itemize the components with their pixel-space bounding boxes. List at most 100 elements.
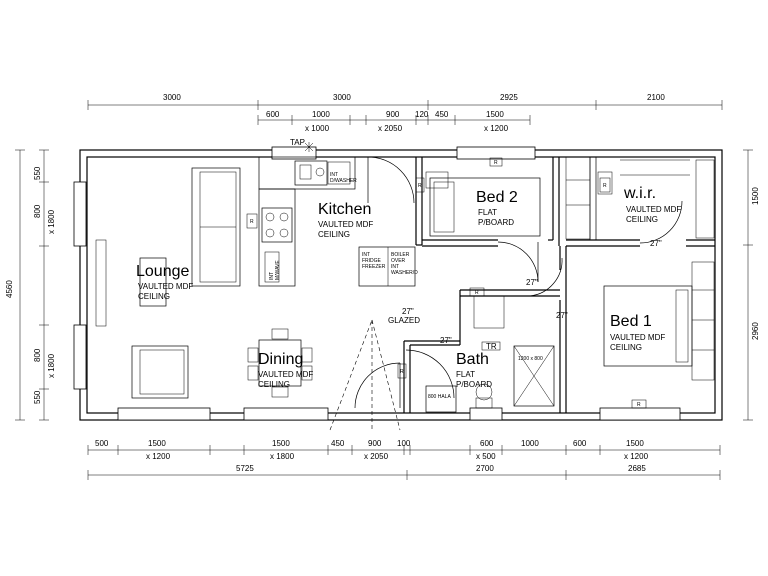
dining-note-2: CEILING <box>258 380 290 389</box>
dim-bottom-main-1: 5725 <box>236 464 254 473</box>
bed1-note-1: VAULTED MDF <box>610 333 665 342</box>
window-bottom-bath <box>469 407 503 421</box>
door-label-wir: 27" <box>650 239 662 248</box>
windows <box>73 146 681 421</box>
radiator-label-1: R <box>250 219 254 225</box>
radiator-label-4: R <box>475 290 479 296</box>
bed1-label: Bed 1 <box>610 313 652 330</box>
dim-left-sub-1: 550 <box>33 166 42 180</box>
dim-top-win-2: x 2050 <box>378 124 403 133</box>
bed2-bed <box>429 177 541 237</box>
door-label-bath: 27" <box>440 336 452 345</box>
towel-rail-label: TR <box>486 342 497 351</box>
glazed-label: GLAZED <box>388 316 420 325</box>
dim-left-win-2: x 1800 <box>47 353 56 378</box>
wir-label: w.i.r. <box>623 185 656 202</box>
radiator-label-6: R <box>603 183 607 189</box>
dim-bottom-win-2: x 1800 <box>270 452 295 461</box>
dim-bottom-sub-8: 1000 <box>521 439 539 448</box>
glazed-size-label: 27" <box>402 307 414 316</box>
dim-bottom-sub-4: 450 <box>331 439 345 448</box>
dim-bottom-sub-10: 1500 <box>626 439 644 448</box>
fixture-labels: TAP INT D/WASHER INT FRIDGE FREEZER BOIL… <box>250 138 662 408</box>
bed1-note-2: CEILING <box>610 343 642 352</box>
bed1-furniture <box>565 156 715 381</box>
dim-left-sub-2: 800 <box>33 204 42 218</box>
lounge-note-1: VAULTED MDF <box>138 282 193 291</box>
bath-note-2: P/BOARD <box>456 380 492 389</box>
dim-bottom-main-2: 2700 <box>476 464 494 473</box>
dim-bottom-sub-1: 500 <box>95 439 109 448</box>
dim-bottom-sub-6: 100 <box>397 439 411 448</box>
radiator-label-2: R <box>418 183 422 189</box>
dim-bottom-win-1: x 1200 <box>146 452 171 461</box>
dining-table <box>258 339 302 387</box>
boiler-label-2: OVER <box>391 258 406 264</box>
doors <box>329 156 683 431</box>
kitchen-note-2: CEILING <box>318 230 350 239</box>
radiator-label-5: R <box>400 369 404 375</box>
fridge-label-1: INT <box>362 252 370 258</box>
dim-top-1: 3000 <box>163 93 181 102</box>
window-bottom-bed1 <box>599 407 681 421</box>
dim-top-sub-6: 1500 <box>486 110 504 119</box>
dim-top-4: 2100 <box>647 93 665 102</box>
microwave-label-2: M/WAVE <box>275 260 281 280</box>
dim-top-sub-1: 600 <box>266 110 280 119</box>
dimension-labels: 3000 3000 2925 2100 600 1000 900 120 450… <box>5 93 760 473</box>
dim-left-win-1: x 1800 <box>47 209 56 234</box>
room-labels: Lounge VAULTED MDF CEILING Kitchen VAULT… <box>136 185 681 389</box>
dim-bottom-sub-9: 600 <box>573 439 587 448</box>
dim-bottom-sub-3: 1500 <box>272 439 290 448</box>
radiator-label-3: R <box>494 160 498 166</box>
fridge-label-3: FREEZER <box>362 264 386 270</box>
bed2-note-1: FLAT <box>478 208 497 217</box>
kitchen-units <box>258 142 416 287</box>
dim-bottom-sub-7: 600 <box>480 439 494 448</box>
dim-bottom-win-3: x 2050 <box>364 452 389 461</box>
bath-fittings <box>425 341 555 413</box>
dim-left-sub-3: 800 <box>33 348 42 362</box>
bath-label: Bath <box>456 351 489 368</box>
boiler-label-4: WASHER/D <box>391 270 418 276</box>
bed2-furniture <box>425 171 541 237</box>
dim-left-total: 4560 <box>5 280 14 298</box>
dim-right-1: 1500 <box>751 187 760 205</box>
dim-top-sub-4: 120 <box>415 110 429 119</box>
exterior-walls <box>79 149 723 421</box>
dim-top-sub-5: 450 <box>435 110 449 119</box>
bed2-note-2: P/BOARD <box>478 218 514 227</box>
radiators <box>246 157 647 409</box>
fridge-label-2: FRIDGE <box>362 258 382 264</box>
dim-top-sub-3: 900 <box>386 110 400 119</box>
dim-right-2: 2960 <box>751 322 760 340</box>
armchair <box>131 345 189 399</box>
basin-label: 800 HALA <box>428 394 451 400</box>
window-bottom-dining <box>243 407 329 421</box>
dim-top-2: 3000 <box>333 93 351 102</box>
dim-top-sub-2: 1000 <box>312 110 330 119</box>
dim-bottom-win-5: x 1200 <box>624 452 649 461</box>
dim-top-win-3: x 1200 <box>484 124 509 133</box>
lounge-note-2: CEILING <box>138 292 170 301</box>
dining-label: Dining <box>258 351 303 368</box>
window-bottom-lounge <box>117 407 211 421</box>
shower-label: 1200 x 800 <box>518 356 543 362</box>
microwave-label-1: INT <box>269 272 275 280</box>
dim-left-sub-4: 550 <box>33 390 42 404</box>
bath-note-1: FLAT <box>456 370 475 379</box>
kitchen-note-1: VAULTED MDF <box>318 220 373 229</box>
dim-top-win-1: x 1000 <box>305 124 330 133</box>
dim-bottom-sub-2: 1500 <box>148 439 166 448</box>
shower-tray <box>513 345 555 407</box>
coffee-table <box>139 257 167 307</box>
dim-bottom-sub-5: 900 <box>368 439 382 448</box>
window-top-bed2 <box>456 146 536 160</box>
basin <box>425 385 457 413</box>
window-left-lower <box>73 324 87 390</box>
interior-walls <box>403 157 715 413</box>
sofa <box>191 167 241 287</box>
lounge-label: Lounge <box>136 263 189 280</box>
dim-bottom-main-3: 2685 <box>628 464 646 473</box>
